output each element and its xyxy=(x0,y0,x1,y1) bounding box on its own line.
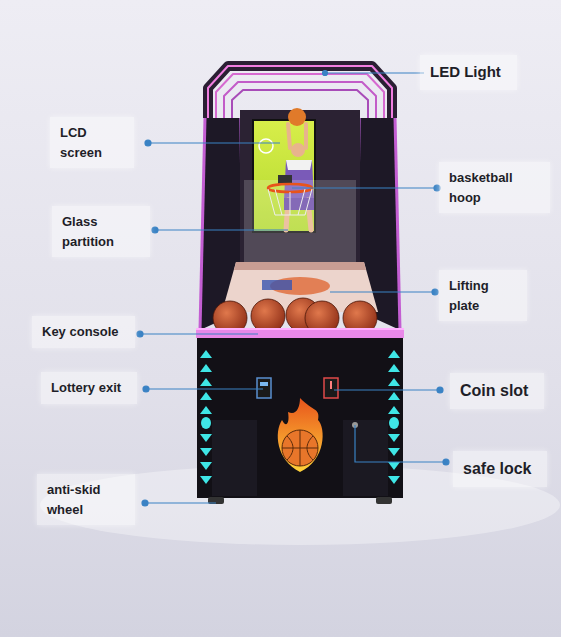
part-label: LED Light xyxy=(430,61,501,84)
part-label: safe lock xyxy=(463,457,531,481)
part-label: Coin slot xyxy=(460,379,528,403)
label-panel xyxy=(37,474,135,525)
label-panel xyxy=(50,117,134,168)
part-label: anti-skid wheel xyxy=(47,480,119,519)
part-label: LCD screen xyxy=(60,123,118,162)
part-label: Glass partition xyxy=(62,212,134,251)
label-panel xyxy=(439,162,550,213)
part-label: Lifting plate xyxy=(449,276,511,315)
label-panel xyxy=(52,206,150,257)
part-label: basketball hoop xyxy=(449,168,534,207)
part-label: Key console xyxy=(42,322,119,342)
label-panel xyxy=(439,270,527,321)
part-label: Lottery exit xyxy=(51,378,121,398)
